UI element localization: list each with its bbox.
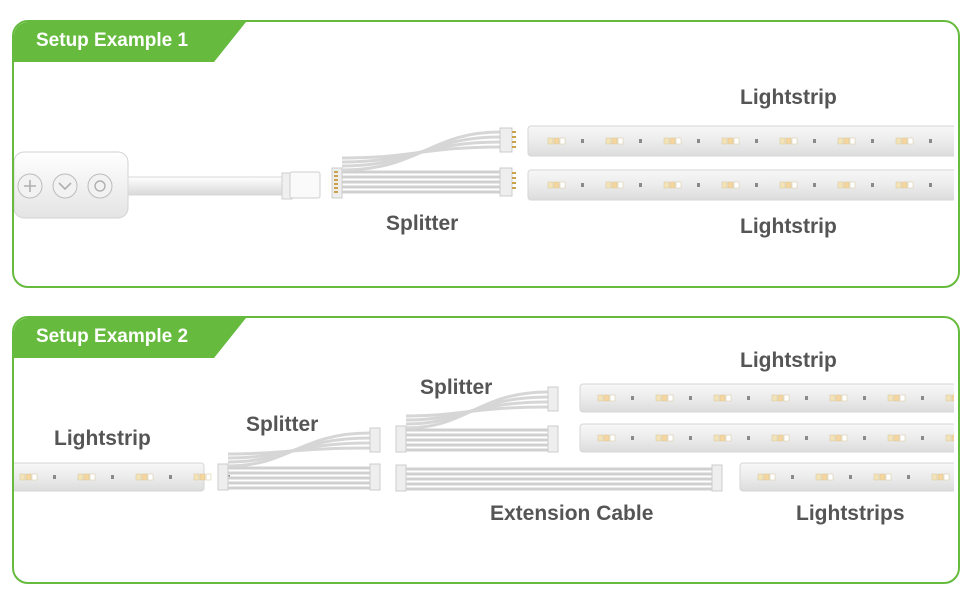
splitter-label: Splitter <box>386 212 459 235</box>
setup-example-1-header: Setup Example 1 <box>14 22 246 62</box>
controller-plus-icon <box>17 173 43 199</box>
led-chip <box>779 181 816 189</box>
led-chip <box>663 181 700 189</box>
controller-power-icon <box>87 173 113 199</box>
splitter-label-1: Splitter <box>246 413 319 436</box>
splitter-label-2: Splitter <box>420 376 493 399</box>
lightstrip-right-2 <box>579 423 954 453</box>
led-chip <box>771 394 808 402</box>
extension-cable-label: Extension Cable <box>490 502 654 525</box>
led-chip <box>829 434 866 442</box>
led-chip <box>135 473 172 481</box>
led-chip <box>721 137 758 145</box>
led-chip <box>663 137 700 145</box>
led-chip <box>771 434 808 442</box>
led-chip <box>721 181 758 189</box>
led-chip <box>77 473 114 481</box>
setup-example-2-header: Setup Example 2 <box>14 318 246 358</box>
led-chip <box>713 394 750 402</box>
led-chip <box>605 137 642 145</box>
splitter-1 <box>217 427 381 491</box>
led-chip <box>547 137 584 145</box>
setup-example-2-title: Setup Example 2 <box>36 326 189 347</box>
led-chip <box>547 181 584 189</box>
lightstrip-label-top-2: Lightstrip <box>740 349 837 372</box>
lightstrip-left <box>14 462 230 492</box>
led-chip <box>873 473 910 481</box>
lightstrip-label-top: Lightstrip <box>740 86 837 109</box>
led-chip <box>597 434 634 442</box>
led-chip <box>887 434 924 442</box>
led-chip <box>895 181 932 189</box>
led-chip <box>757 473 794 481</box>
led-chip <box>887 394 924 402</box>
splitter-2 <box>395 386 559 453</box>
lightstrip-label-bottom: Lightstrip <box>740 215 837 238</box>
led-chip <box>605 181 642 189</box>
led-chip <box>655 434 692 442</box>
lightstrip-right-1 <box>579 383 954 413</box>
controller-down-icon <box>52 173 78 199</box>
lightstrip-label-left: Lightstrip <box>54 427 151 450</box>
extension-cable <box>395 464 723 492</box>
splitter <box>331 127 516 199</box>
controller <box>14 151 321 219</box>
lightstrip-bottom <box>527 169 954 201</box>
led-chip <box>815 473 852 481</box>
lightstrip-top <box>527 125 954 157</box>
setup-example-1-title: Setup Example 1 <box>36 30 189 51</box>
led-chip <box>945 434 954 442</box>
led-chip <box>829 394 866 402</box>
lightstrip-right-3 <box>739 462 954 492</box>
led-chip <box>597 394 634 402</box>
led-chip <box>931 473 950 481</box>
led-chip <box>895 137 932 145</box>
led-chip <box>837 181 874 189</box>
led-chip <box>19 473 56 481</box>
led-chip <box>655 394 692 402</box>
lightstrips-label: Lightstrips <box>796 502 905 525</box>
led-chip <box>837 137 874 145</box>
led-chip <box>779 137 816 145</box>
led-chip <box>945 394 954 402</box>
led-chip <box>713 434 750 442</box>
